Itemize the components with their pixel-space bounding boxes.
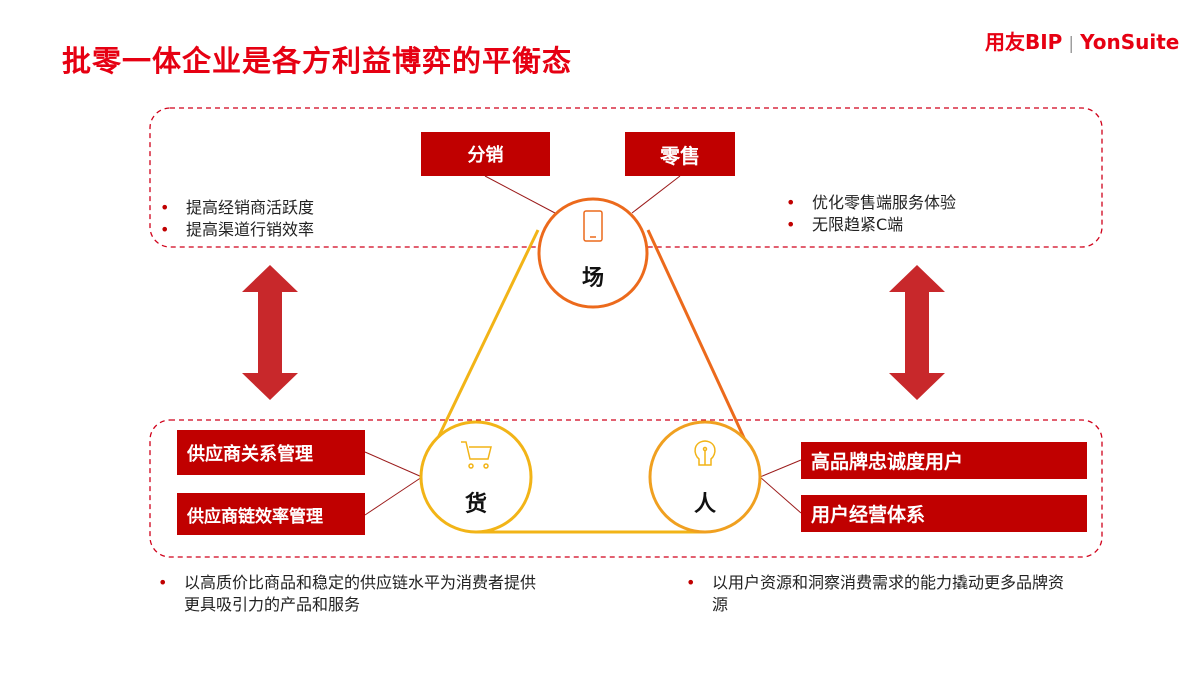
- distribution-box: 分销: [421, 132, 550, 176]
- top-left-bullets: 提高经销商活跃度 提高渠道行销效率: [160, 197, 314, 241]
- loyal-users-box: 高品牌忠诚度用户: [801, 442, 1087, 479]
- logo: 用友BIP|YonSuite: [985, 26, 1179, 55]
- belt-left: [435, 229, 540, 441]
- user-operation-box: 用户经营体系: [801, 495, 1087, 532]
- phone-icon: [583, 210, 603, 242]
- bottom-right-bullets: 以用户资源和洞察消费需求的能力撬动更多品牌资源: [686, 572, 1066, 616]
- bottom-dashed-region: [149, 419, 1103, 558]
- bullet: 以高质价比商品和稳定的供应链水平为消费者提供更具吸引力的产品和服务: [158, 572, 538, 616]
- page-title: 批零一体企业是各方利益博弈的平衡态: [62, 44, 573, 78]
- bottom-left-bullets: 以高质价比商品和稳定的供应链水平为消费者提供更具吸引力的产品和服务: [158, 572, 538, 616]
- place-circle: [537, 197, 649, 309]
- goods-circle: [419, 420, 533, 534]
- goods-label: 货: [464, 492, 487, 517]
- bullet: 优化零售端服务体验: [786, 192, 956, 214]
- connector-lines: [364, 175, 802, 516]
- belt-right: [646, 229, 747, 441]
- bullet: 提高经销商活跃度: [160, 197, 314, 219]
- people-label: 人: [693, 492, 716, 517]
- retail-box: 零售: [625, 132, 735, 176]
- logo-product: YonSuite: [1080, 30, 1180, 54]
- cart-icon: [461, 441, 492, 469]
- logo-brand: 用友BIP: [985, 30, 1063, 54]
- right-double-arrow: [889, 265, 945, 400]
- top-dashed-region: [149, 107, 1103, 248]
- logo-separator: |: [1068, 34, 1075, 54]
- left-double-arrow: [242, 265, 298, 400]
- lightbulb-icon: [694, 440, 716, 466]
- bullet: 以用户资源和洞察消费需求的能力撬动更多品牌资源: [686, 572, 1066, 616]
- supply-chain-efficiency-box: 供应商链效率管理: [177, 493, 365, 535]
- bullet: 无限趋紧C端: [786, 214, 956, 236]
- place-label: 场: [581, 266, 604, 291]
- top-right-bullets: 优化零售端服务体验 无限趋紧C端: [786, 192, 956, 236]
- people-circle: [648, 420, 762, 534]
- bullet: 提高渠道行销效率: [160, 219, 314, 241]
- supplier-relationship-box: 供应商关系管理: [177, 430, 365, 475]
